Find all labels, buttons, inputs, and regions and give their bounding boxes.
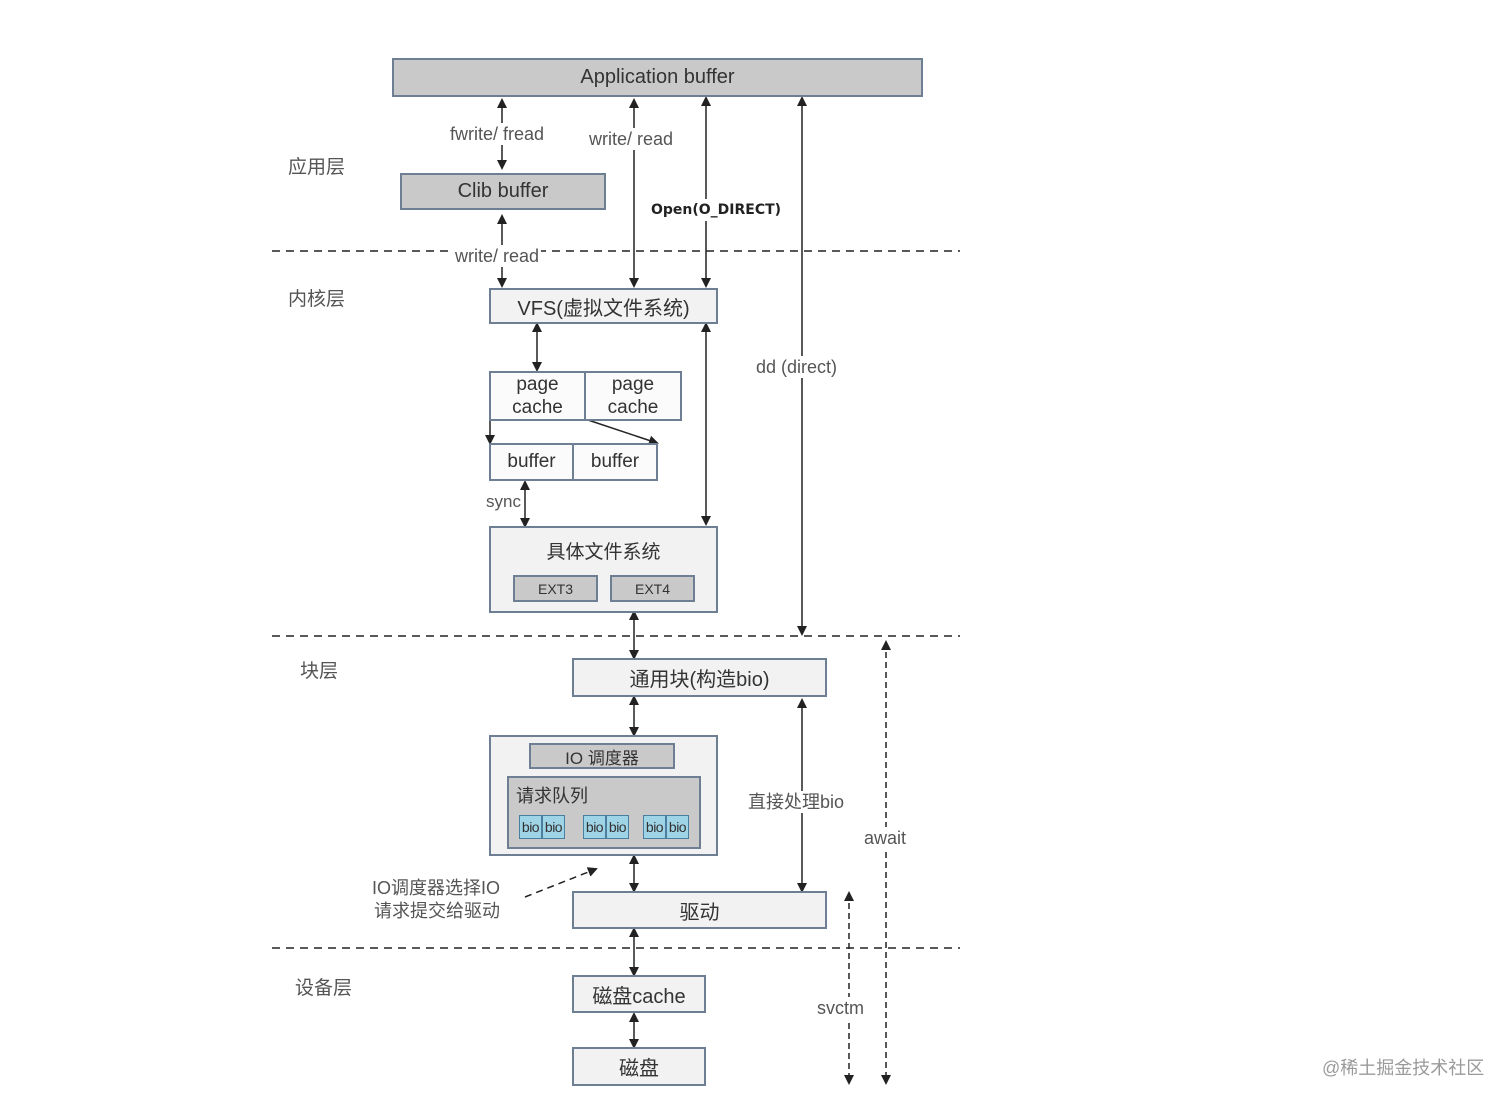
watermark: @稀土掘金技术社区 xyxy=(1322,1058,1485,1078)
disk-cache-box: 磁盘cache xyxy=(572,975,706,1013)
disk-cache-label: 磁盘cache xyxy=(592,985,686,1008)
page-cache-box-1: page cache xyxy=(489,371,586,421)
generic-block-box: 通用块(构造bio) xyxy=(572,658,827,697)
layer-device-label: 设备层 xyxy=(295,978,353,999)
page-cache-label-1: page cache xyxy=(512,374,563,418)
clib-buffer-box: Clib buffer xyxy=(400,173,606,210)
concrete-fs-label: 具体文件系统 xyxy=(546,542,661,563)
ext3-box: EXT3 xyxy=(513,575,598,602)
buffer-label-1: buffer xyxy=(507,451,556,472)
disk-box: 磁盘 xyxy=(572,1047,706,1086)
ext4-label: EXT4 xyxy=(634,580,670,597)
io-select-label-1: IO调度器选择IO xyxy=(370,877,503,899)
layer-app-label: 应用层 xyxy=(288,157,346,178)
request-queue-box: 请求队列 bio bio bio bio bio bio xyxy=(507,776,701,849)
driver-label: 驱动 xyxy=(679,901,720,924)
clib-buffer-label: Clib buffer xyxy=(457,180,549,202)
bio-item: bio xyxy=(666,815,689,839)
bio-item: bio xyxy=(606,815,629,839)
page-cache-label-2: page cache xyxy=(607,374,659,418)
direct-bio-label: 直接处理bio xyxy=(746,791,847,813)
layer-block-label: 块层 xyxy=(300,661,339,682)
disk-label: 磁盘 xyxy=(619,1058,659,1080)
ext3-label: EXT3 xyxy=(537,580,573,597)
svctm-label: svctm xyxy=(815,997,866,1019)
io-scheduler-box: IO 调度器 xyxy=(529,743,675,769)
vfs-label: VFS(虚拟文件系统) xyxy=(517,297,690,320)
open-direct-label: Open(O_DIRECT) xyxy=(649,199,784,221)
sync-label: sync xyxy=(486,492,521,511)
arrow-pagecache-buffer2 xyxy=(584,418,659,446)
io-select-label-2: 请求提交给驱动 xyxy=(372,900,502,922)
application-buffer-label: Application buffer xyxy=(580,66,735,88)
bio-item: bio xyxy=(583,815,606,839)
bio-item: bio xyxy=(643,815,666,839)
await-label: await xyxy=(862,827,909,849)
request-queue-label: 请求队列 xyxy=(516,786,588,806)
layer-kernel-label: 内核层 xyxy=(288,289,346,310)
page-cache-box-2: page cache xyxy=(584,371,682,421)
bio-item: bio xyxy=(519,815,542,839)
bio-item: bio xyxy=(542,815,565,839)
buffer-box-2: buffer xyxy=(572,443,658,481)
generic-block-label: 通用块(构造bio) xyxy=(629,669,770,691)
io-scheduler-container: IO 调度器 请求队列 bio bio bio bio bio bio xyxy=(489,735,718,856)
application-buffer-box: Application buffer xyxy=(392,58,923,97)
driver-box: 驱动 xyxy=(572,891,827,929)
fwrite-fread-label: fwrite/ fread xyxy=(448,123,547,145)
dd-direct-label: dd (direct) xyxy=(754,356,840,378)
write-read-label-1: write/ read xyxy=(587,128,676,150)
buffer-box-1: buffer xyxy=(489,443,574,481)
io-scheduler-label: IO 调度器 xyxy=(565,748,639,768)
write-read-label-2: write/ read xyxy=(453,245,542,267)
vfs-box: VFS(虚拟文件系统) xyxy=(489,288,718,324)
buffer-label-2: buffer xyxy=(590,451,640,472)
concrete-fs-box: 具体文件系统 EXT3 EXT4 xyxy=(489,526,718,613)
arrow-io-select xyxy=(524,867,598,898)
ext4-box: EXT4 xyxy=(610,575,695,602)
